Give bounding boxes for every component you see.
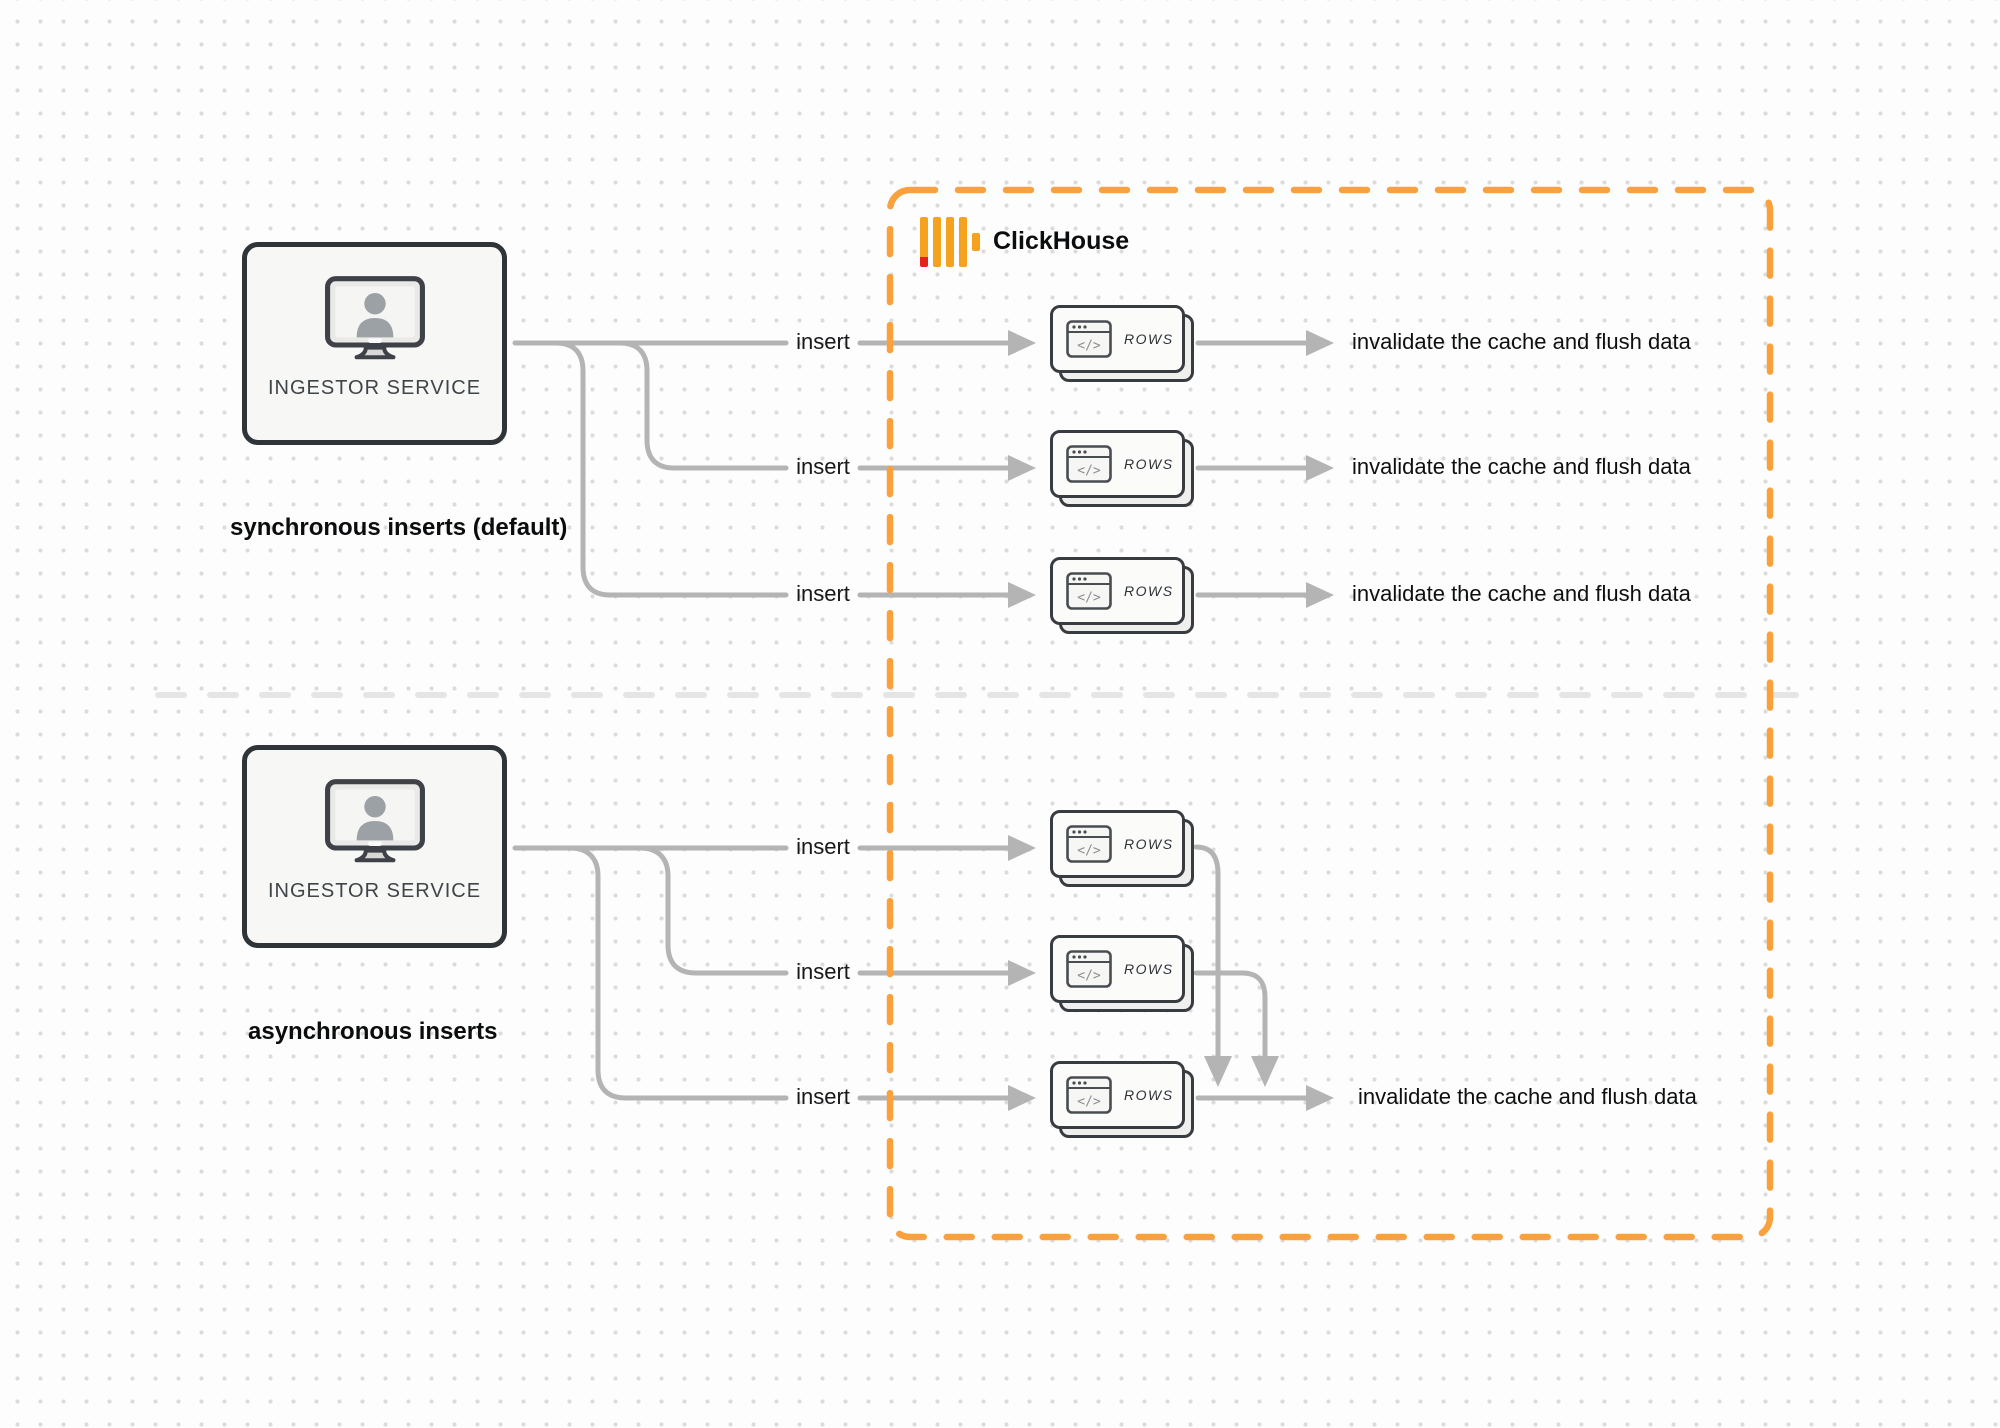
async-arrowheads <box>1008 835 1334 1111</box>
invalidate-cache-label: invalidate the cache and flush data <box>1352 329 1691 354</box>
clickhouse-logo-bar <box>933 217 941 267</box>
async-section-caption: asynchronous inserts <box>248 1018 498 1045</box>
sync-section-caption: synchronous inserts (default) <box>230 514 568 541</box>
code-window-icon: </> <box>1066 1076 1112 1114</box>
sync-arrowheads <box>1008 330 1334 608</box>
rows-table-card: </> ROWS <box>1050 430 1196 509</box>
rows-table-card: </> ROWS <box>1050 1061 1196 1140</box>
rows-table-card: </> ROWS <box>1050 810 1196 889</box>
svg-text:</>: </> <box>1077 464 1101 479</box>
ingestor-service-label: INGESTOR SERVICE <box>267 377 482 399</box>
svg-text:</>: </> <box>1077 339 1101 354</box>
code-window-icon: </> <box>1066 572 1112 610</box>
monitor-user-icon <box>324 276 425 360</box>
insert-label: insert <box>796 581 850 606</box>
insert-label: insert <box>796 959 850 984</box>
async-connectors <box>512 844 1309 1101</box>
invalidate-cache-label: invalidate the cache and flush data <box>1352 454 1691 479</box>
rows-card-front: </> ROWS <box>1050 305 1185 373</box>
rows-card-front: </> ROWS <box>1050 430 1185 498</box>
rows-label: ROWS <box>1124 961 1174 977</box>
rows-label: ROWS <box>1124 583 1174 599</box>
rows-label: ROWS <box>1124 331 1174 347</box>
ingestor-service-box-async: INGESTOR SERVICE <box>242 745 507 948</box>
svg-text:</>: </> <box>1077 969 1101 984</box>
rows-label: ROWS <box>1124 836 1174 852</box>
insert-label: insert <box>796 834 850 859</box>
svg-text:</>: </> <box>1077 844 1101 859</box>
svg-text:</>: </> <box>1077 591 1101 606</box>
rows-card-front: </> ROWS <box>1050 1061 1185 1129</box>
rows-table-card: </> ROWS <box>1050 935 1196 1014</box>
invalidate-cache-label: invalidate the cache and flush data <box>1358 1084 1697 1109</box>
code-window-icon: </> <box>1066 320 1112 358</box>
svg-text:</>: </> <box>1077 1095 1101 1110</box>
rows-label: ROWS <box>1124 456 1174 472</box>
rows-card-front: </> ROWS <box>1050 810 1185 878</box>
clickhouse-logo-bar <box>959 217 967 267</box>
code-window-icon: </> <box>1066 950 1112 988</box>
invalidate-cache-label: invalidate the cache and flush data <box>1352 581 1691 606</box>
code-window-icon: </> <box>1066 445 1112 483</box>
clickhouse-logo <box>920 217 980 267</box>
monitor-user-icon <box>324 779 425 863</box>
insert-label: insert <box>796 454 850 479</box>
rows-table-card: </> ROWS <box>1050 305 1196 384</box>
clickhouse-cluster-border <box>886 186 1774 1241</box>
code-window-icon: </> <box>1066 825 1112 863</box>
clickhouse-wordmark: ClickHouse <box>993 227 1130 255</box>
rows-table-card: </> ROWS <box>1050 557 1196 636</box>
rows-label: ROWS <box>1124 1087 1174 1103</box>
insert-label: insert <box>796 1084 850 1109</box>
clickhouse-logo-bar <box>972 233 980 251</box>
sync-connectors <box>512 340 1309 598</box>
ingestor-service-box-sync: INGESTOR SERVICE <box>242 242 507 445</box>
clickhouse-logo-bar <box>920 217 928 267</box>
rows-card-front: </> ROWS <box>1050 557 1185 625</box>
rows-card-front: </> ROWS <box>1050 935 1185 1003</box>
ingestor-service-label: INGESTOR SERVICE <box>267 880 482 902</box>
clickhouse-logo-bar <box>946 217 954 267</box>
insert-label: insert <box>796 329 850 354</box>
